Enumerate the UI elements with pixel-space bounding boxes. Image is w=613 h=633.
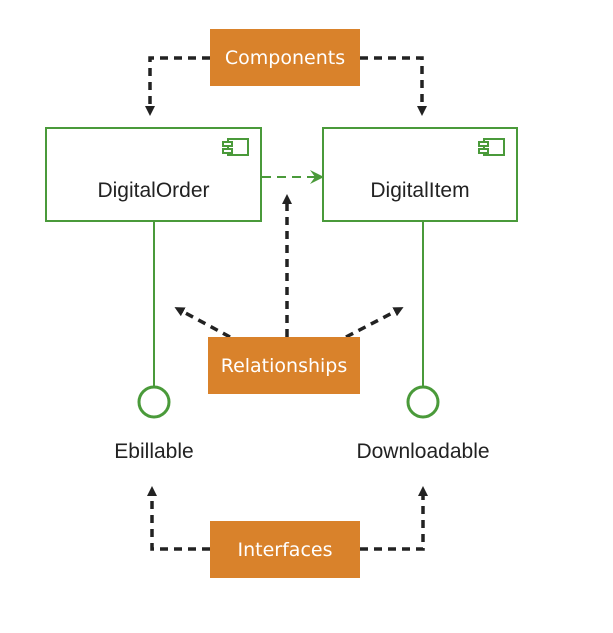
relationships-arrow-right: [345, 307, 404, 339]
component-digitalitem: DigitalItem: [322, 127, 518, 222]
interface-name-ebillable: Ebillable: [114, 440, 194, 463]
relationships-label: Relationships: [208, 337, 360, 394]
relationships-arrow-left: [174, 307, 231, 339]
components-arrow-right: [360, 56, 427, 116]
downloadable-lollipop-icon: [406, 385, 440, 419]
components-arrow-left: [145, 56, 210, 116]
component-name: DigitalOrder: [97, 179, 210, 202]
interface-name-downloadable: Downloadable: [356, 440, 490, 463]
component-icon: [222, 138, 249, 156]
components-label: Components: [210, 29, 360, 86]
component-digitalorder: DigitalOrder: [45, 127, 262, 222]
interfaces-arrow-left: [147, 486, 210, 551]
component-icon: [478, 138, 505, 156]
ebillable-lollipop-icon: [137, 385, 171, 419]
interfaces-arrow-right: [360, 486, 428, 551]
interfaces-label: Interfaces: [210, 521, 360, 578]
component-name: DigitalItem: [370, 179, 470, 202]
